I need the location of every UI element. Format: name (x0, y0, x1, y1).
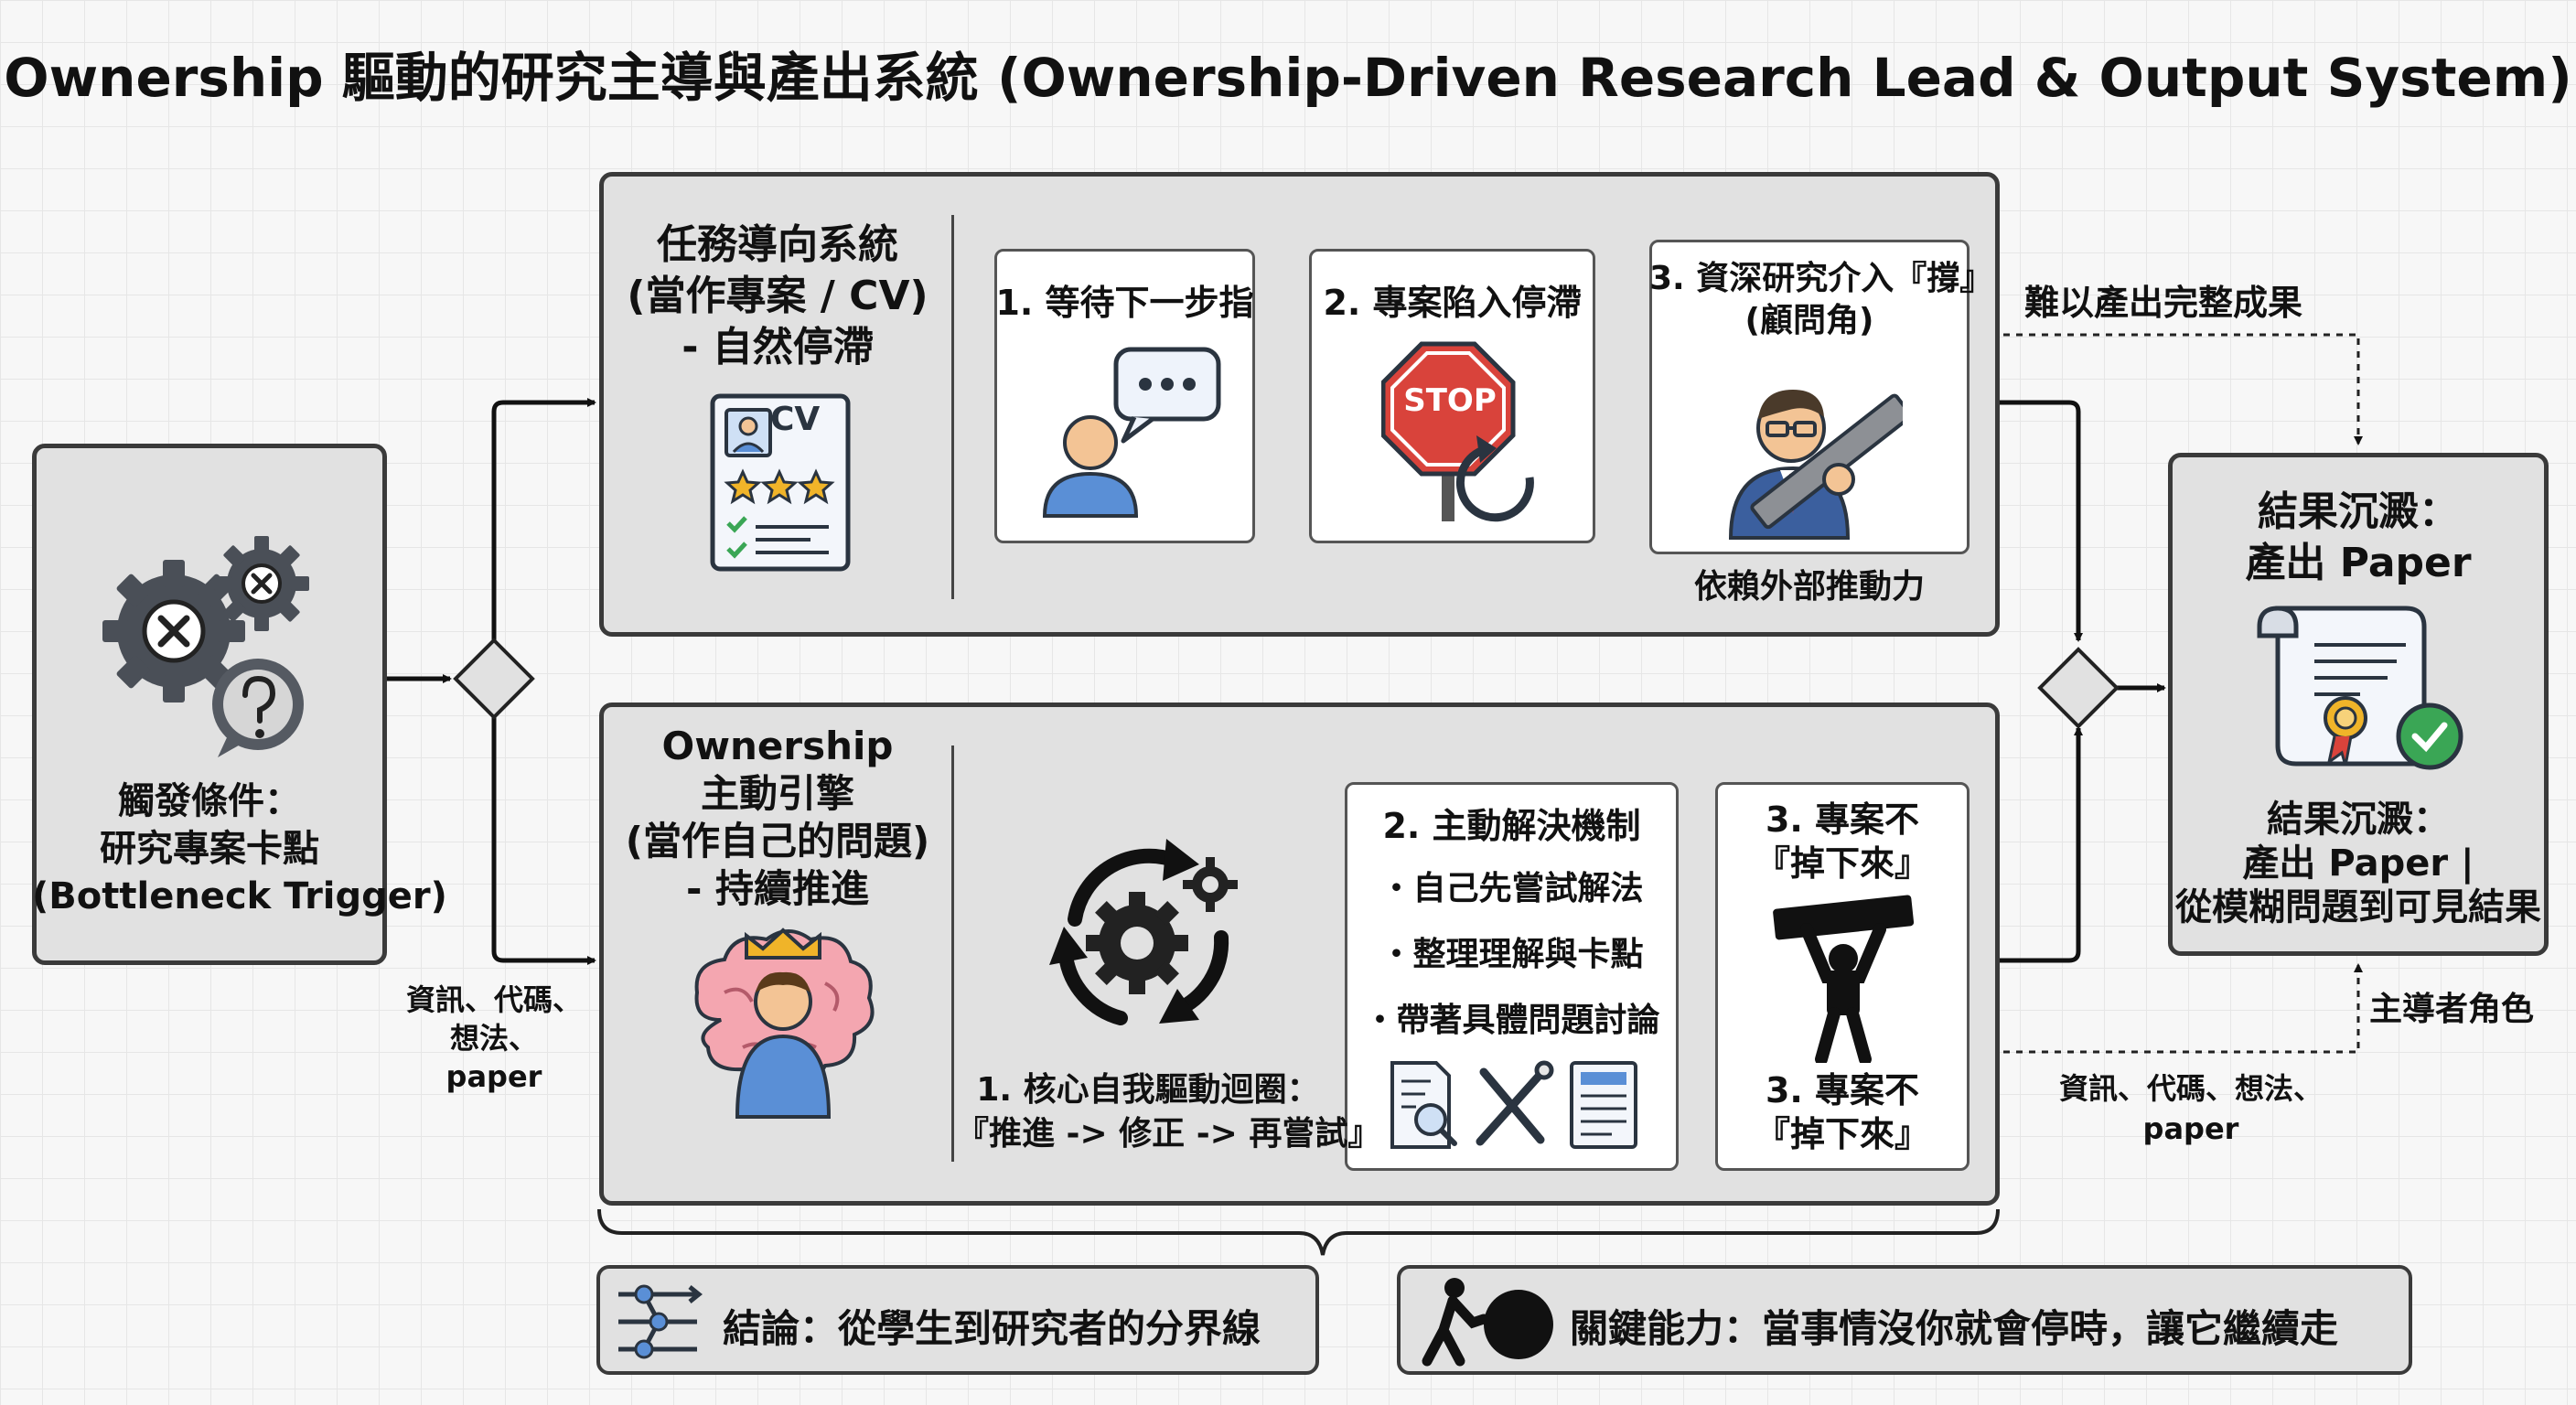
mechanism-item-2: ・整理理解與卡點 (1379, 936, 1644, 973)
ownership-step-3-top: 3. 專案不 『掉下來』 (1755, 799, 1929, 884)
task-step-1-label: 1. 等待下一步指 (995, 283, 1254, 323)
mechanism-item-3: ・帶著具體問題討論 (1363, 1002, 1660, 1039)
ownership-heading: Ownership 主動引擎 (當作自己的問題) - 持續推進 (625, 724, 930, 911)
trigger-input-note: 資訊、代碼、 想法、 paper (405, 982, 582, 1094)
ownership-step-3-bottom: 3. 專案不 『掉下來』 (1755, 1070, 1929, 1154)
mechanism-item-1: ・自己先嘗試解法 (1379, 870, 1644, 907)
branch-flow-icon (618, 1284, 703, 1359)
senior-support-icon (1728, 390, 1903, 540)
ownership-divider (951, 745, 954, 1162)
push-ball-icon (1422, 1278, 1553, 1367)
trigger-box (32, 444, 387, 965)
cv-document-icon (710, 393, 851, 572)
self-drive-loop-icon (1049, 839, 1238, 1025)
stop-sign-icon (1381, 341, 1534, 522)
task-outcome-note: 難以產出完整成果 (2023, 283, 2302, 323)
report-icon (1570, 1061, 1637, 1149)
page-title: Ownership 驅動的研究主導與產出系統 (Ownership-Driven… (4, 47, 2572, 109)
result-sub: 結果沉澱： 產出 Paper | 從模糊問題到可見結果 (2175, 799, 2541, 928)
document-search-icon (1390, 1061, 1457, 1149)
key-ability-text: 關鍵能力：當事情沒你就會停時，讓它繼續走 (1570, 1306, 2339, 1351)
cv-label: CV (770, 401, 821, 438)
result-heading: 結果沉澱： 產出 Paper (2245, 488, 2472, 586)
result-feedback-note: 資訊、代碼、想法、 paper (2058, 1071, 2323, 1146)
weightlifter-icon (1773, 895, 1915, 1063)
mechanism-title: 2. 主動解決機制 (1382, 806, 1641, 846)
gears-blocked-icon (102, 536, 309, 757)
waiting-person-icon (1042, 347, 1221, 518)
research-tools-icons (1390, 1060, 1637, 1149)
crowned-brain-icon (694, 928, 875, 1119)
trigger-label: 觸發條件： 研究專案卡點 (Bottleneck Trigger) (32, 780, 447, 917)
tools-icon (1476, 1060, 1554, 1146)
task-step-2-label: 2. 專案陷入停滯 (1323, 283, 1582, 323)
key-ability-box (1397, 1265, 2412, 1375)
task-step-3-caption: 依賴外部推動力 (1693, 568, 1925, 606)
conclusion-box (596, 1265, 1319, 1375)
result-role-note: 主導者角色 (2369, 991, 2535, 1028)
task-step-3-label: 3. 資深研究介入『撐』 (顧問角) (1649, 260, 1993, 339)
task-divider (951, 215, 954, 599)
conclusion-text: 結論：從學生到研究者的分界線 (723, 1306, 1261, 1351)
stop-label: STOP (1403, 382, 1497, 419)
loop-caption: 1. 核心自我驅動迴圈： 『推進 -> 修正 -> 再嘗試』 (956, 1071, 1381, 1153)
task-system-heading: 任務導向系統 (當作專案 / CV) - 自然停滯 (627, 221, 928, 370)
paper-scroll-icon (2257, 606, 2463, 770)
